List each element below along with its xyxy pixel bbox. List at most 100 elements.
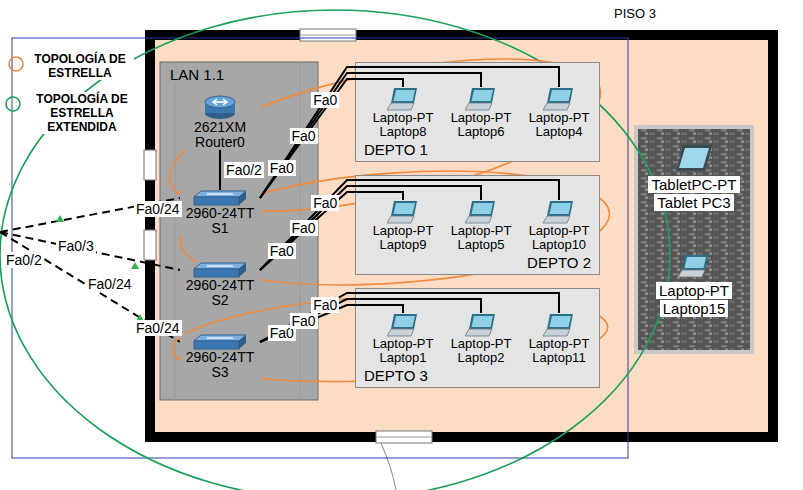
device-label: Laptop6 (442, 125, 520, 139)
link-cable (260, 180, 559, 270)
device-label: S3 (180, 365, 260, 380)
link-cable (260, 186, 481, 270)
lan-label: LAN 1.1 (168, 66, 226, 83)
port-label: Fa0 (268, 243, 296, 259)
laptopR-icon (640, 250, 748, 281)
rack (160, 62, 318, 400)
switch-node: 2960-24TTS2 (180, 262, 260, 308)
door-swing (381, 443, 396, 490)
device-label: 2621XM (180, 120, 260, 135)
laptop-node: Laptop-PTLaptop1 (364, 313, 442, 365)
device-label: Laptop5 (442, 238, 520, 252)
department-band: DEPTO 1Laptop-PTLaptop8Laptop-PTLaptop6L… (355, 62, 600, 162)
port-label: Fa0/3 (56, 238, 96, 254)
router-node: 2621XMRouter0 (180, 92, 260, 150)
laptop-node: Laptop-PTLaptop8 (364, 87, 442, 139)
laptop-icon (520, 200, 598, 224)
device-label: Laptop8 (364, 125, 442, 139)
port-label: Fa0/24 (86, 276, 134, 292)
port-label: Fa0/24 (134, 320, 182, 336)
laptop-icon (442, 313, 520, 337)
link-cable (260, 293, 559, 342)
legend-text: TOPOLOGÍA DE ESTRELLA EXTENDIDA (23, 92, 141, 134)
laptop-node: Laptop-PTLaptop10 (520, 200, 598, 252)
legend-swatch (6, 54, 26, 74)
device-label: Laptop-PT (364, 337, 442, 351)
laptop-icon (442, 87, 520, 111)
door (300, 29, 356, 41)
port-label: Fa0 (268, 160, 296, 176)
legend-text: TOPOLOGÍA DE ESTRELLA (26, 52, 134, 80)
device-label: Tablet PC3 (654, 194, 733, 211)
port-label: Fa0 (289, 128, 317, 144)
legend-swatch (3, 94, 23, 114)
device-label: Laptop-PT (442, 111, 520, 125)
link-cable (219, 150, 221, 190)
device-label: Router0 (180, 135, 260, 150)
building-wall (150, 35, 773, 437)
legend-row: TOPOLOGÍA DE ESTRELLA (6, 52, 134, 80)
laptop-icon (364, 313, 442, 337)
laptop-icon (442, 200, 520, 224)
department-heading: DEPTO 3 (364, 367, 591, 384)
port-label: Fa0/2 (224, 162, 264, 178)
wireless-panel (636, 127, 752, 352)
door (376, 431, 432, 443)
department-heading: DEPTO 1 (364, 141, 591, 158)
laptop-node: Laptop-PTLaptop9 (364, 200, 442, 252)
device-label: Laptop-PT (442, 224, 520, 238)
device-label: Laptop2 (442, 351, 520, 365)
device-label: Laptop4 (520, 125, 598, 139)
link-cable (260, 192, 403, 270)
laptop-node: Laptop-PTLaptop6 (442, 87, 520, 139)
department-heading: DEPTO 2 (364, 254, 591, 271)
device-label: Laptop15 (660, 300, 729, 317)
switch-icon (180, 334, 260, 350)
link-cable (260, 67, 559, 198)
port-label: Fa0 (311, 195, 339, 211)
floor-label: PISO 3 (612, 6, 658, 21)
switch-node: 2960-24TTS3 (180, 334, 260, 380)
link-cable (260, 299, 481, 342)
device-label: Laptop-PT (656, 282, 732, 299)
laptop-icon (520, 313, 598, 337)
laptop-icon (364, 87, 442, 111)
lan-boundary (12, 38, 628, 458)
port-label: Fa0 (289, 220, 317, 236)
device-label: Laptop-PT (364, 111, 442, 125)
laptop-node: Laptop-PTLaptop2 (442, 313, 520, 365)
laptop-icon (364, 200, 442, 224)
device-label: S1 (180, 221, 260, 236)
router-icon (180, 92, 260, 120)
window (144, 150, 156, 180)
tablet-icon (640, 140, 748, 175)
port-label: Fa0 (289, 313, 317, 329)
device-label: Laptop-PT (364, 224, 442, 238)
switch-icon (180, 190, 260, 206)
device-label: 2960-24TT (180, 350, 260, 365)
laptop-icon (520, 87, 598, 111)
device-label: Laptop-PT (520, 111, 598, 125)
device-label: Laptop9 (364, 238, 442, 252)
department-band: DEPTO 3Laptop-PTLaptop1Laptop-PTLaptop2L… (355, 288, 600, 388)
tablet-node: TabletPC-PTTablet PC3 (640, 140, 748, 211)
device-label: Laptop-PT (520, 337, 598, 351)
laptop-node: Laptop-PTLaptop11 (520, 313, 598, 365)
device-label: TabletPC-PT (648, 176, 739, 193)
device-label: Laptop10 (520, 238, 598, 252)
window (144, 230, 156, 260)
switch-icon (180, 262, 260, 278)
device-label: 2960-24TT (180, 206, 260, 221)
device-label: 2960-24TT (180, 278, 260, 293)
legend-row: TOPOLOGÍA DE ESTRELLA EXTENDIDA (3, 92, 141, 134)
laptop-node: Laptop-PTLaptop15 (640, 250, 748, 317)
port-label: Fa0 (311, 297, 339, 313)
device-label: Laptop11 (520, 351, 598, 365)
device-label: Laptop-PT (520, 224, 598, 238)
laptop-node: Laptop-PTLaptop5 (442, 200, 520, 252)
device-label: S2 (180, 293, 260, 308)
port-label: Fa0/24 (134, 201, 182, 217)
port-label: Fa0 (311, 92, 339, 108)
laptop-node: Laptop-PTLaptop4 (520, 87, 598, 139)
link-lights (56, 215, 144, 321)
